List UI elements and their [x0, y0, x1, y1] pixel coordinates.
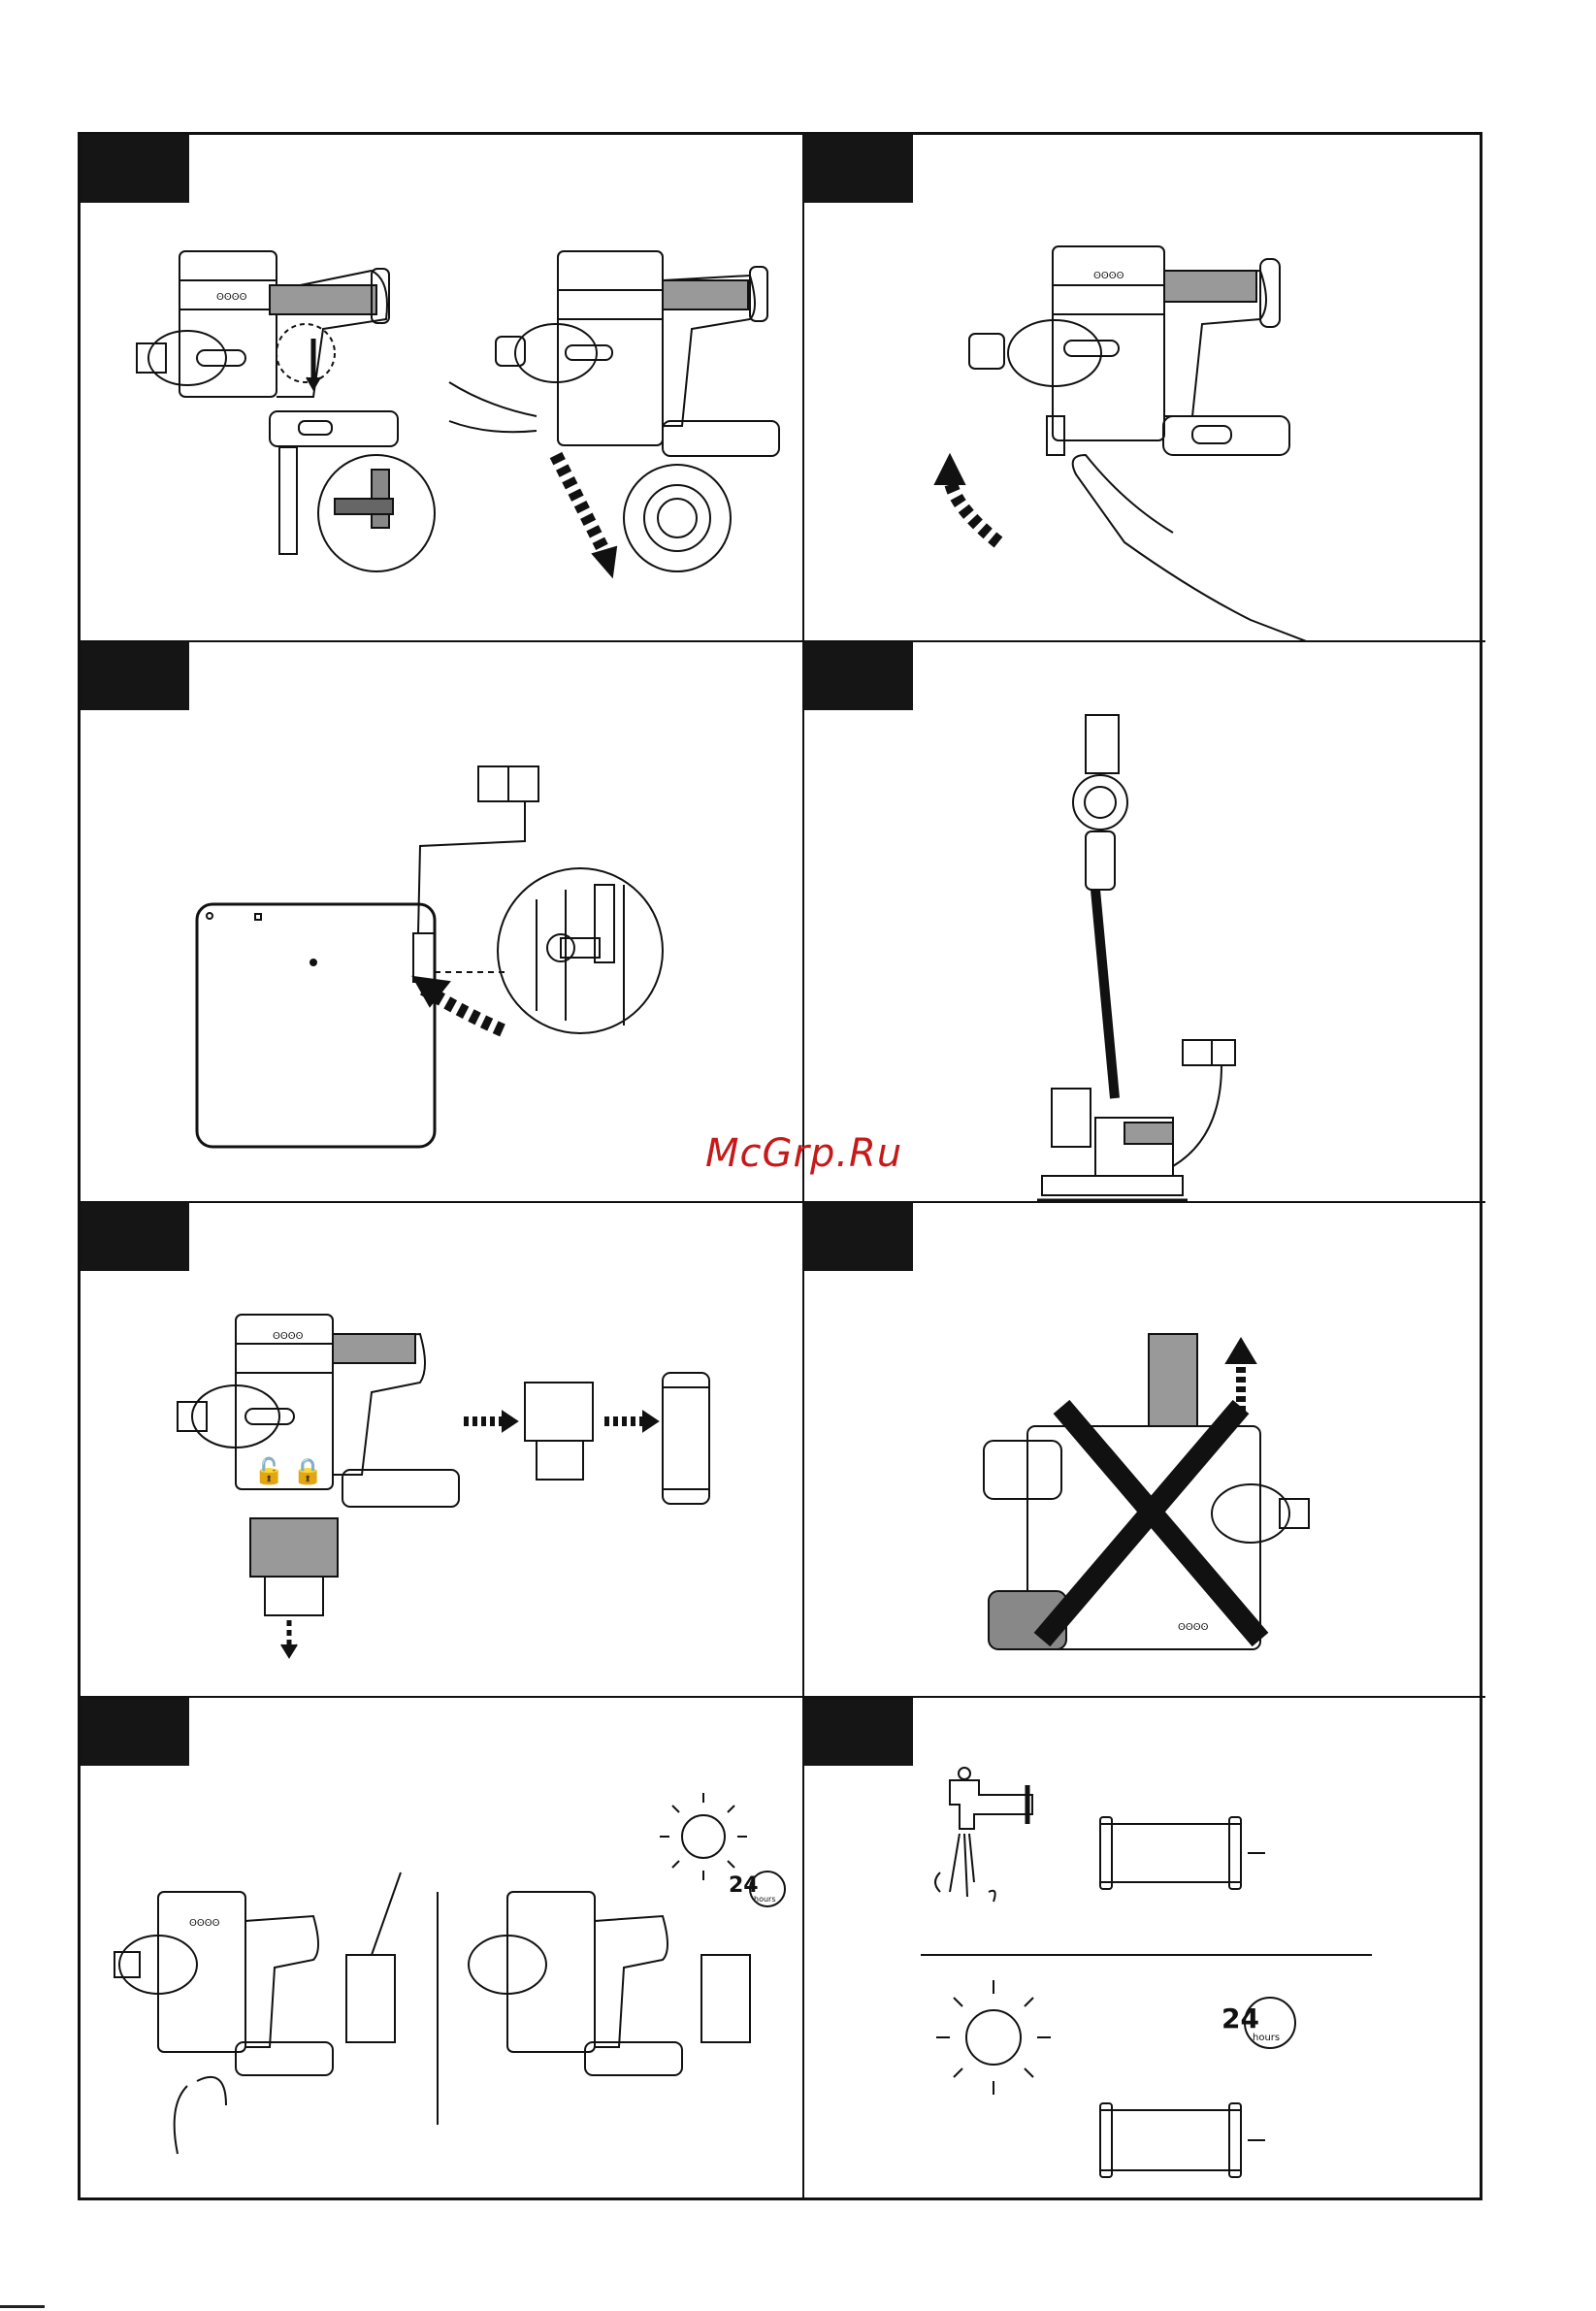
device-label: ʘʘʘʘ	[216, 292, 247, 303]
device-label: ʘʘʘʘ	[1178, 1622, 1209, 1633]
svg-text:🔒: 🔒	[292, 1457, 323, 1486]
device-label: ʘʘʘʘ	[1093, 271, 1124, 281]
vacuum-on-charging-stand-icon	[804, 642, 1485, 1203]
device-label: ʘʘʘʘ	[189, 1918, 220, 1929]
unlock-filter-remove-icon: ʘʘʘʘ 🔓 🔒	[81, 1203, 804, 1698]
dry-unit-label: hours	[1253, 2033, 1280, 2043]
dry-unit-label: hours	[754, 1895, 776, 1904]
wash-filter-dry-24h-icon: 24 hours	[804, 1698, 1485, 2200]
wall-mount-charging-cable-icon	[81, 642, 804, 1203]
panel-7: ʘʘʘʘ 24 hours	[81, 1698, 804, 2200]
svg-text:🔓: 🔓	[253, 1456, 284, 1486]
dry-time-label: 24	[1221, 2002, 1259, 2034]
lift-dust-bin-by-hand-icon: ʘʘʘʘ	[804, 135, 1485, 642]
panel-8: 24 hours	[804, 1698, 1485, 2200]
do-not-store-upside-down-icon: ʘʘʘʘ	[804, 1203, 1485, 1698]
panel-5: ʘʘʘʘ 🔓 🔒	[81, 1203, 804, 1698]
remove-dust-bin-release-latch-icon: ʘʘʘʘ	[81, 135, 804, 642]
footer-bar	[0, 2305, 45, 2308]
watermark: McGrp.Ru	[705, 1131, 902, 1176]
panel-6: ʘʘʘʘ	[804, 1203, 1485, 1698]
brush-filter-and-dry-icon: ʘʘʘʘ 24 hours	[81, 1698, 804, 2200]
panel-1: ʘʘʘʘ	[81, 135, 804, 642]
panel-2: ʘʘʘʘ	[804, 135, 1485, 642]
device-label: ʘʘʘʘ	[273, 1331, 304, 1342]
panel-3	[81, 642, 804, 1203]
panel-4	[804, 642, 1485, 1203]
